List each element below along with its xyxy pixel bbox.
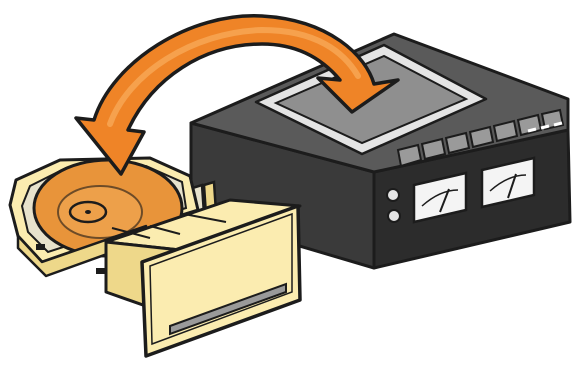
knob-upper	[387, 189, 399, 201]
knob-lower	[388, 210, 400, 222]
tray-foot-1	[36, 244, 45, 250]
platter-spindle	[85, 210, 91, 214]
